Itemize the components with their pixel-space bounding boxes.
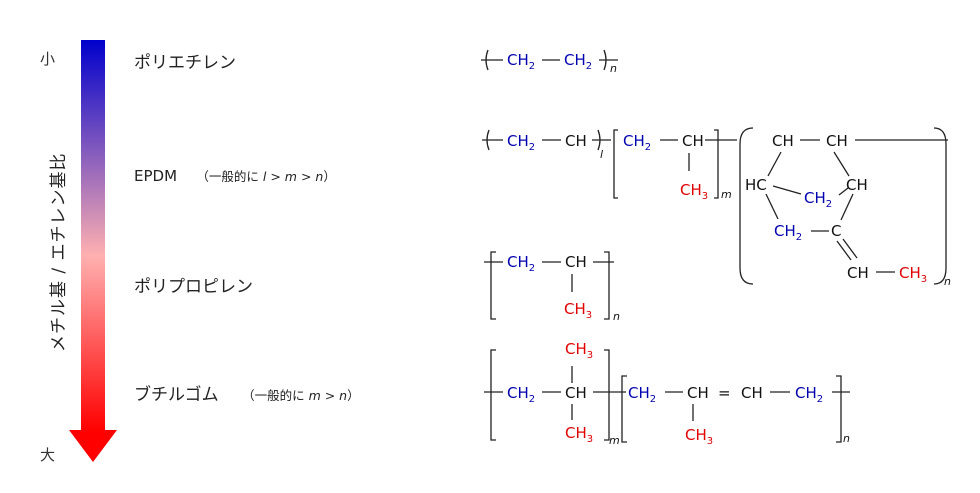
epdm-ch2-1: CH2 xyxy=(507,132,535,153)
iir-ch2-1: CH2 xyxy=(507,384,535,405)
polymer-name-polyethylene: ポリエチレン xyxy=(134,53,236,73)
epdm-ch-1: CH xyxy=(565,132,587,150)
pp-index-n: n xyxy=(613,310,620,323)
epdm-index-m: m xyxy=(721,188,732,201)
epdm-ch3-2: CH3 xyxy=(899,264,927,285)
iir-c-quat: CH xyxy=(565,384,587,402)
epdm-ring-c: C xyxy=(831,222,841,240)
iir-ch2-2: CH2 xyxy=(628,384,656,405)
pp-ch3: CH3 xyxy=(564,300,592,321)
butyl-label: ブチルゴム xyxy=(134,385,219,405)
polymer-name-butyl-rubber: ブチルゴム （一般的に m > n） xyxy=(134,380,360,405)
pp-ch2: CH2 xyxy=(507,253,535,274)
epdm-ring-ch2-bridge: CH2 xyxy=(804,189,832,210)
epdm-ring-ch-c: CH xyxy=(846,176,868,194)
pe-ch2-a: CH2 xyxy=(507,51,535,72)
butyl-note-vars: m > n xyxy=(308,388,348,403)
scale-bottom-label: 大 xyxy=(40,446,56,464)
formula-polyethylene: CH2 CH2 n xyxy=(481,49,618,75)
epdm-ring-ch-a: CH xyxy=(772,132,794,150)
epdm-ring-ch2-low: CH2 xyxy=(774,222,802,243)
epdm-ch3-1: CH3 xyxy=(680,181,708,202)
epdm-note: （一般的に l > m > n） xyxy=(196,169,335,184)
epdm-ring-ch-b: CH xyxy=(826,132,848,150)
pp-ch: CH xyxy=(565,253,587,271)
butyl-note-prefix: （一般的に xyxy=(242,388,309,403)
epdm-note-prefix: （一般的に xyxy=(196,169,263,184)
iir-ch3-side: CH3 xyxy=(685,426,713,447)
epdm-index-n: n xyxy=(944,275,951,288)
epdm-note-vars: l > m > n xyxy=(262,169,324,184)
iir-ch2-3: CH2 xyxy=(795,384,823,405)
formula-epdm: CH2 CH l CH2 CH CH3 m CH CH HC CH CH2 CH… xyxy=(482,127,951,288)
epdm-ch-2: CH xyxy=(682,132,704,150)
iir-ch3-bottom: CH3 xyxy=(565,424,593,445)
epdm-ch2-2: CH2 xyxy=(623,132,651,153)
epdm-ring-hc: HC xyxy=(745,176,767,194)
iir-ch-a: CH xyxy=(687,384,709,402)
epdm-index-l: l xyxy=(600,148,603,161)
formula-butyl-rubber: CH2 CH3 CH CH3 m CH2 CH CH3 = CH CH2 n xyxy=(484,340,850,447)
epdm-label: EPDM xyxy=(134,167,178,185)
iir-ch3-top: CH3 xyxy=(565,340,593,361)
gradient-arrow xyxy=(69,40,117,462)
iir-index-m: m xyxy=(609,434,620,447)
polymer-name-epdm: EPDM （一般的に l > m > n） xyxy=(134,166,336,186)
scale-top-label: 小 xyxy=(40,50,56,68)
iir-double-bond: = xyxy=(718,384,731,402)
polymer-name-polypropylene: ポリプロピレン xyxy=(134,277,253,297)
butyl-note-suffix: ） xyxy=(347,388,360,403)
pe-index-n: n xyxy=(610,62,617,75)
pe-ch2-b: CH2 xyxy=(564,51,592,72)
formula-polypropylene: CH2 CH CH3 n xyxy=(484,251,620,323)
iir-ch-b: CH xyxy=(741,384,763,402)
butyl-note: （一般的に m > n） xyxy=(242,388,360,403)
epdm-note-suffix: ） xyxy=(323,169,336,184)
iir-index-n: n xyxy=(843,432,850,445)
epdm-ch-exo: CH xyxy=(847,264,869,282)
